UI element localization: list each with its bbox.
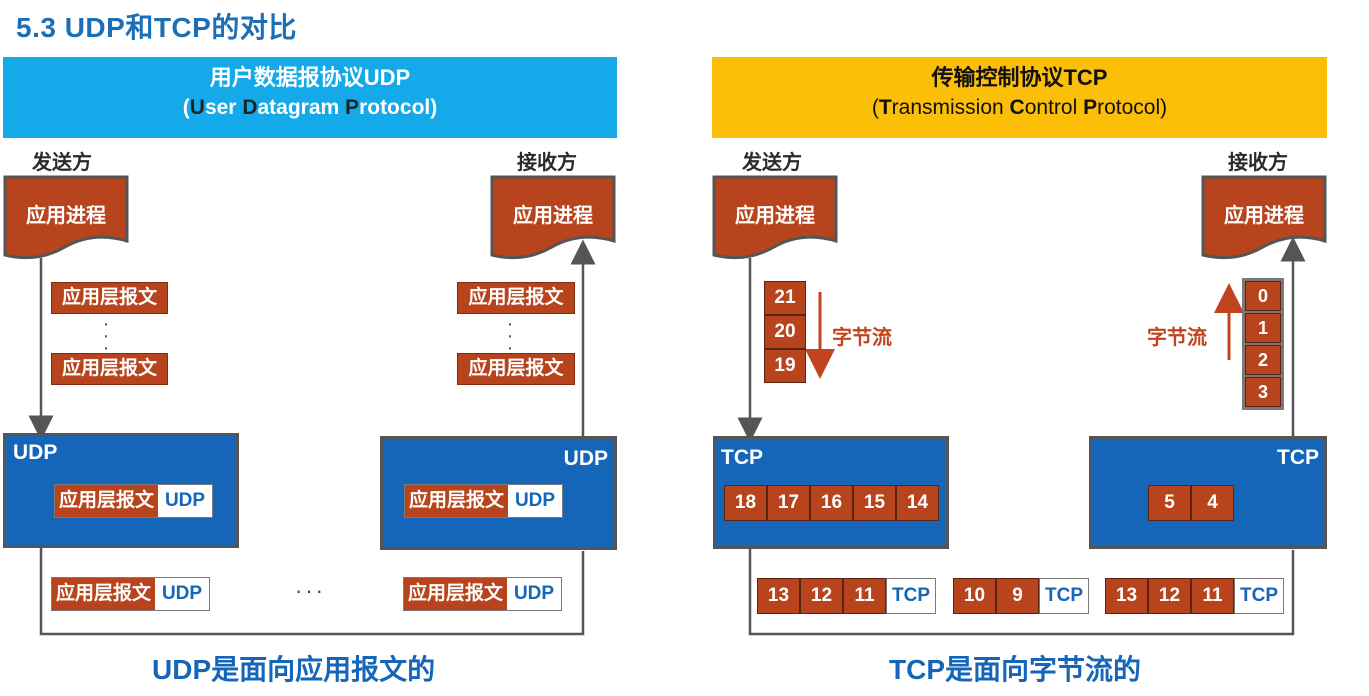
page-title: 5.3 UDP和TCP的对比: [16, 12, 297, 43]
tcp-sender-label: 发送方: [742, 152, 802, 174]
tcp-segment-3: 13 12 11 TCP: [1105, 578, 1284, 614]
tcp-sub-part: ontrol: [1024, 96, 1084, 119]
udp-banner-subtitle: (User Datagram Protocol): [3, 93, 617, 123]
udp-sender-label: 发送方: [32, 152, 92, 174]
udp-receiver-message-1: 应用层报文: [457, 282, 575, 314]
byte-cell: 0: [1245, 281, 1281, 311]
udp-datagram-header: UDP: [158, 485, 213, 517]
byte-cell: 1: [1245, 313, 1281, 343]
udp-datagram-header: UDP: [507, 578, 562, 610]
tcp-sub-part: ransmission: [891, 96, 1010, 119]
byte-cell: 18: [724, 485, 767, 521]
byte-cell: 13: [757, 578, 800, 614]
udp-wire-datagram-1: 应用层报文 UDP: [51, 577, 211, 611]
tcp-receiver-box-label: TCP: [1277, 446, 1319, 469]
tcp-receiver-byte-stream: 0 1 2 3: [1242, 278, 1284, 410]
vertical-ellipsis: ···: [506, 313, 514, 359]
udp-sub-initial: D: [242, 96, 258, 119]
byte-cell: 20: [764, 315, 806, 349]
tcp-segment-header: TCP: [1234, 578, 1284, 614]
udp-receiver-process: 应用进程: [490, 175, 616, 261]
tcp-sender-byte-stream: 21 20 19: [764, 281, 806, 383]
udp-receiver-box: UDP 应用层报文 UDP: [380, 436, 617, 550]
udp-datagram: 应用层报文 UDP: [54, 484, 214, 518]
udp-sub-part: (: [182, 96, 190, 119]
udp-sender-box-label: UDP: [13, 441, 58, 464]
tcp-receiver-process: 应用进程: [1201, 175, 1327, 261]
byte-cell: 16: [810, 485, 853, 521]
tcp-sub-part: rotocol): [1097, 96, 1168, 119]
udp-receiver-label: 接收方: [517, 152, 577, 174]
udp-sender-message-2: 应用层报文: [51, 353, 168, 385]
udp-receiver-process-label: 应用进程: [513, 205, 593, 227]
udp-banner: 用户数据报协议UDP (User Datagram Protocol): [3, 57, 617, 138]
udp-datagram-header: UDP: [155, 578, 210, 610]
tcp-segment-header: TCP: [1039, 578, 1089, 614]
byte-cell: 12: [1148, 578, 1191, 614]
tcp-sub-part: (: [871, 96, 879, 119]
udp-sender-process-label: 应用进程: [26, 205, 106, 227]
byte-cell: 11: [843, 578, 886, 614]
byte-cell: 10: [953, 578, 996, 614]
udp-sub-initial: U: [189, 96, 205, 119]
tcp-sender-box: TCP 18 17 16 15 14: [713, 436, 949, 549]
udp-datagram-header: UDP: [508, 485, 563, 517]
tcp-sender-process: 应用进程: [712, 175, 838, 261]
tcp-sub-initial: C: [1009, 96, 1025, 119]
udp-sender-process: 应用进程: [3, 175, 129, 261]
horizontal-ellipsis: ···: [295, 578, 326, 603]
tcp-banner-title: 传输控制协议TCP: [931, 65, 1108, 90]
udp-datagram-data: 应用层报文: [404, 578, 508, 610]
tcp-sub-initial: T: [878, 96, 892, 119]
tcp-receiver-label: 接收方: [1228, 152, 1288, 174]
tcp-banner-subtitle: (Transmission Control Protocol): [712, 93, 1327, 123]
udp-datagram-data: 应用层报文: [52, 578, 156, 610]
udp-datagram: 应用层报文 UDP: [404, 484, 564, 518]
byte-cell: 14: [896, 485, 939, 521]
tcp-segment-1: 13 12 11 TCP: [757, 578, 936, 614]
tcp-segment-header: TCP: [886, 578, 936, 614]
tcp-sender-stream-label: 字节流: [832, 327, 892, 349]
byte-cell: 2: [1245, 345, 1281, 375]
byte-cell: 19: [764, 349, 806, 383]
udp-banner-title: 用户数据报协议UDP: [209, 65, 411, 90]
byte-cell: 9: [996, 578, 1039, 614]
udp-sub-initial: P: [345, 96, 360, 119]
tcp-banner: 传输控制协议TCP (Transmission Control Protocol…: [712, 57, 1327, 138]
byte-cell: 5: [1148, 485, 1191, 521]
tcp-segment-2: 10 9 TCP: [953, 578, 1089, 614]
vertical-ellipsis: ···: [102, 313, 110, 359]
udp-conclusion: UDP是面向应用报文的: [152, 654, 436, 685]
tcp-sender-process-label: 应用进程: [735, 205, 815, 227]
byte-cell: 4: [1191, 485, 1234, 521]
byte-cell: 15: [853, 485, 896, 521]
tcp-receive-buffer: 5 4: [1148, 485, 1234, 521]
udp-datagram-data: 应用层报文: [405, 485, 509, 517]
tcp-conclusion: TCP是面向字节流的: [889, 654, 1142, 685]
udp-receiver-box-label: UDP: [563, 447, 608, 470]
byte-cell: 21: [764, 281, 806, 315]
udp-sub-part: rotocol): [359, 96, 438, 119]
tcp-send-buffer: 18 17 16 15 14: [724, 485, 939, 521]
udp-sender-box: UDP 应用层报文 UDP: [3, 433, 239, 548]
udp-receiver-message-2: 应用层报文: [457, 353, 575, 385]
tcp-sub-initial: P: [1083, 96, 1098, 119]
byte-cell: 17: [767, 485, 810, 521]
byte-cell: 12: [800, 578, 843, 614]
byte-cell: 13: [1105, 578, 1148, 614]
udp-datagram-data: 应用层报文: [55, 485, 159, 517]
udp-sender-message-1: 应用层报文: [51, 282, 168, 314]
byte-cell: 11: [1191, 578, 1234, 614]
tcp-sender-box-label: TCP: [721, 446, 763, 469]
tcp-receiver-box: TCP 5 4: [1089, 436, 1327, 549]
udp-wire-datagram-2: 应用层报文 UDP: [403, 577, 563, 611]
udp-sub-part: ser: [204, 96, 243, 119]
byte-cell: 3: [1245, 377, 1281, 407]
tcp-receiver-process-label: 应用进程: [1224, 205, 1304, 227]
tcp-receiver-stream-label: 字节流: [1147, 327, 1207, 349]
udp-sub-part: atagram: [257, 96, 346, 119]
